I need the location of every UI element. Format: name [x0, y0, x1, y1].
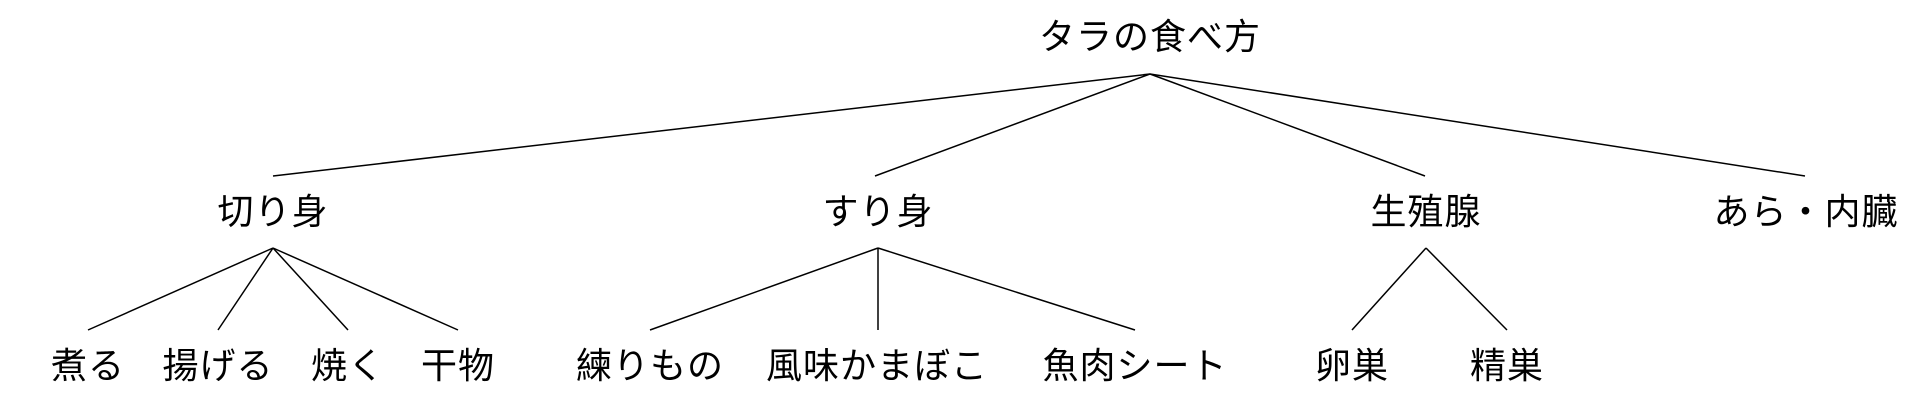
- leaf-node: 干物: [420, 346, 496, 387]
- leaf-node: 煮る: [50, 346, 126, 387]
- edge-root-branch-3: [1149, 73, 1806, 177]
- leaf-node: 練りもの: [575, 346, 725, 387]
- edge-root-branch-1: [874, 73, 1151, 177]
- leaf-node: 風味かまぼこ: [765, 346, 989, 387]
- branch-node: 切り身: [217, 192, 329, 233]
- leaf-node: 魚肉シート: [1042, 346, 1228, 387]
- branch-node: すり身: [822, 192, 934, 233]
- edge-branch-0-leaf-1: [217, 247, 274, 331]
- leaf-node: 精巣: [1469, 346, 1545, 387]
- edge-branch-0-leaf-2: [272, 247, 349, 331]
- leaf-node: 揚げる: [162, 346, 274, 387]
- edge-root-branch-2: [1149, 73, 1426, 177]
- branch-node: あら・内臓: [1713, 192, 1899, 233]
- leaf-node: 焼く: [310, 346, 386, 387]
- branch-node: 生殖腺: [1370, 192, 1482, 233]
- edge-branch-2-leaf-1: [1425, 247, 1508, 331]
- root-node: タラの食べ方: [1038, 17, 1262, 58]
- edge-branch-2-leaf-0: [1351, 247, 1427, 331]
- edge-branch-0-leaf-0: [87, 247, 274, 331]
- leaf-node: 卵巣: [1314, 346, 1390, 387]
- edge-root-branch-0: [272, 73, 1151, 177]
- edge-branch-1-leaf-0: [649, 247, 879, 331]
- edge-branch-0-leaf-3: [272, 247, 459, 331]
- edge-branch-1-leaf-2: [877, 247, 1136, 331]
